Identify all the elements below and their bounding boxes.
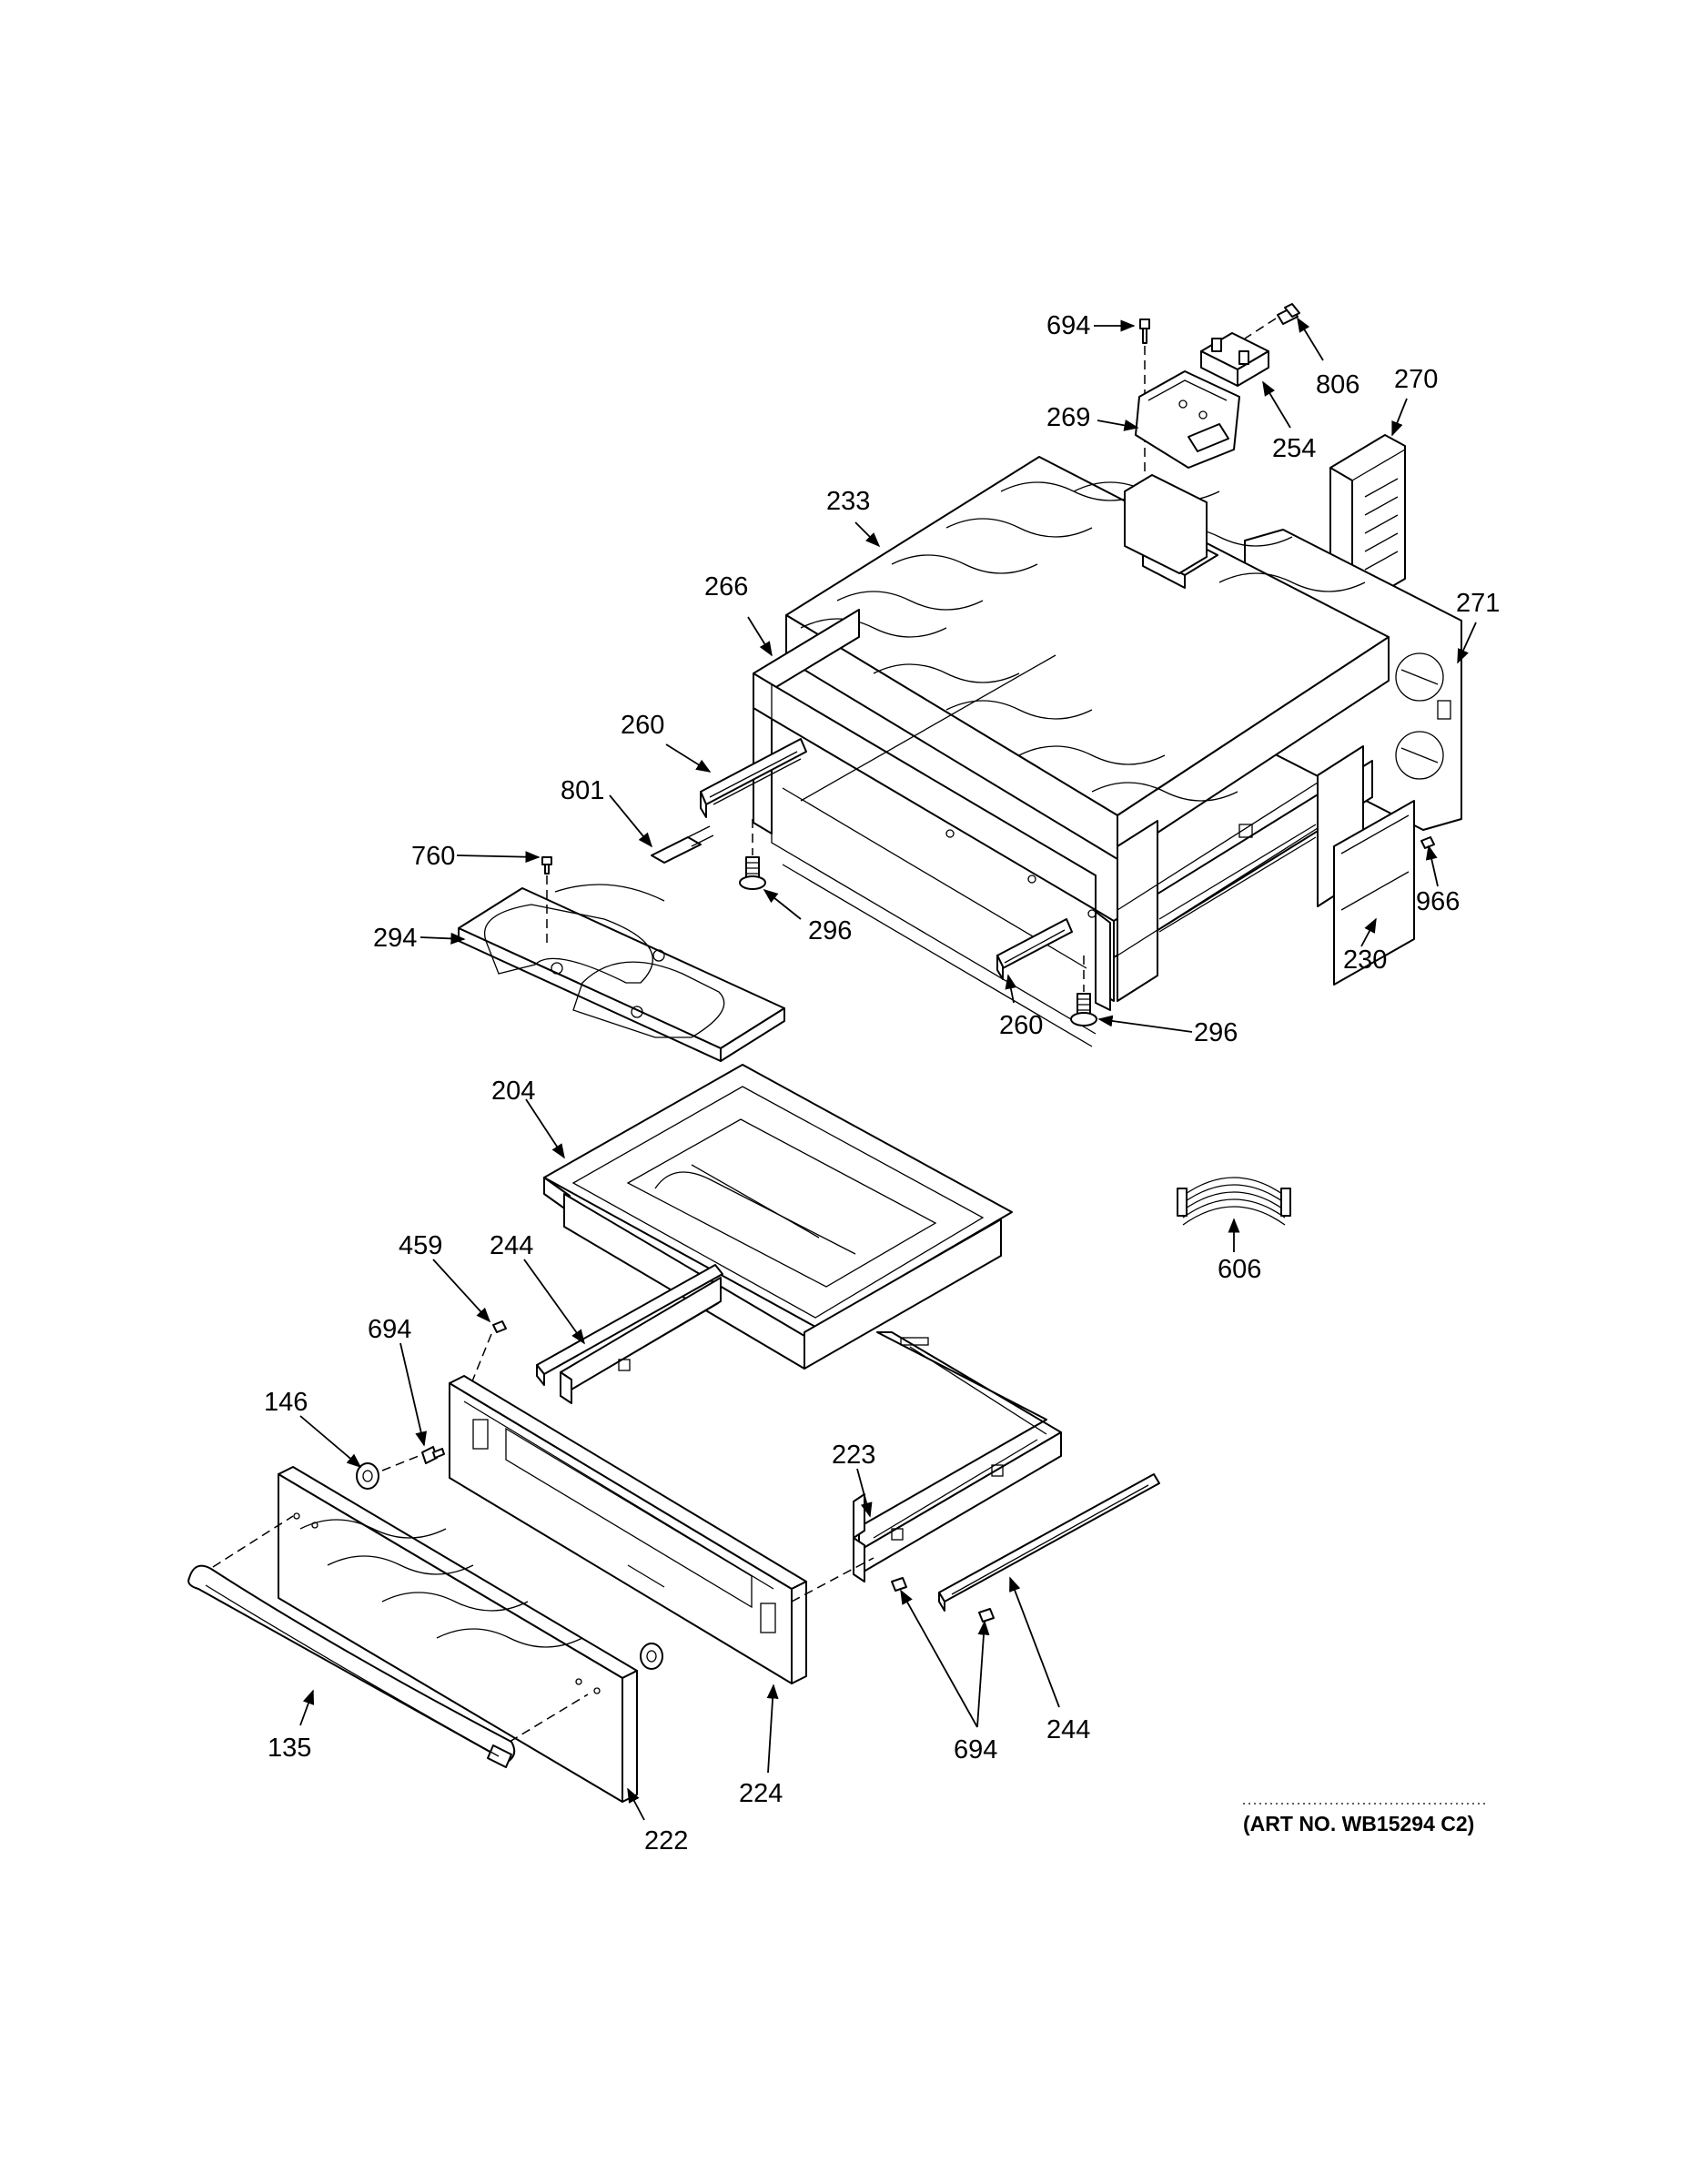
callout-269: 269	[1046, 403, 1090, 432]
slide-rail-260-left	[700, 738, 807, 818]
callout-694-lower: 694	[954, 1735, 997, 1764]
callout-271: 271	[1456, 589, 1500, 618]
callout-760: 760	[411, 842, 455, 871]
callout-459: 459	[399, 1231, 442, 1260]
cooktop-233	[785, 456, 1390, 860]
callout-270: 270	[1394, 365, 1438, 394]
screw-806	[1277, 303, 1300, 325]
callout-254: 254	[1272, 434, 1316, 463]
guide-line	[212, 1515, 294, 1568]
callout-806: 806	[1316, 370, 1359, 399]
handle-135	[187, 1564, 516, 1768]
bracket-269	[1135, 370, 1240, 469]
leader-lines	[299, 317, 1477, 1821]
grommet-146	[356, 1462, 379, 1490]
bake-element-294	[458, 825, 785, 1062]
oven-frame-266	[753, 609, 1373, 1047]
screw-694-left	[421, 1446, 445, 1464]
callout-694-left: 694	[368, 1315, 411, 1344]
callout-801: 801	[561, 776, 604, 805]
guide-line	[381, 1455, 419, 1471]
screw-760	[541, 856, 552, 875]
drawer-slide-244-right	[938, 1473, 1160, 1612]
callout-296-upper: 296	[808, 916, 852, 945]
screw-966	[1420, 836, 1435, 849]
callout-266: 266	[704, 572, 748, 602]
guide-line	[509, 1694, 589, 1743]
callout-694-top: 694	[1046, 311, 1090, 340]
callout-labels: 694 806 269 254 270 233 266 271 260 801 …	[264, 311, 1500, 1855]
callout-146: 146	[264, 1388, 308, 1417]
callout-260-left: 260	[621, 711, 664, 740]
callout-230: 230	[1343, 945, 1387, 975]
grommet-146-right	[640, 1643, 663, 1670]
art-number: (ART NO. WB15294 C2)	[1243, 1812, 1474, 1835]
side-panel-230	[1333, 800, 1415, 986]
switch-254	[1200, 332, 1269, 387]
screw-694-top	[1139, 318, 1150, 344]
callout-204: 204	[491, 1077, 535, 1106]
drawer-frame-223	[560, 1277, 1062, 1582]
callout-223: 223	[832, 1441, 875, 1470]
leveling-leg-296-upper	[739, 856, 766, 890]
drawer-inner-panel-224	[449, 1375, 807, 1684]
callout-222: 222	[644, 1826, 688, 1855]
callout-135: 135	[268, 1734, 311, 1763]
callout-244-left: 244	[490, 1231, 533, 1260]
screw-694-lower-b	[978, 1608, 995, 1623]
screw-459	[492, 1320, 507, 1333]
callout-260-right: 260	[999, 1011, 1043, 1040]
callout-294: 294	[373, 924, 417, 953]
leveling-leg-296-lower	[1070, 993, 1097, 1026]
guide-line	[791, 1557, 874, 1603]
callout-966: 966	[1416, 887, 1460, 916]
callout-244-right: 244	[1046, 1715, 1090, 1744]
drawer-front-222	[278, 1466, 638, 1803]
guide-line	[1244, 318, 1277, 339]
callout-296-lower: 296	[1194, 1018, 1238, 1047]
slide-rail-260-right	[996, 918, 1073, 980]
callout-233: 233	[826, 487, 870, 516]
callout-606: 606	[1218, 1255, 1261, 1284]
wire-harness-606	[1177, 1177, 1291, 1226]
screw-694-lower-a	[891, 1577, 907, 1592]
drawer-slide-244-left	[536, 1264, 723, 1386]
callout-224: 224	[739, 1779, 783, 1808]
